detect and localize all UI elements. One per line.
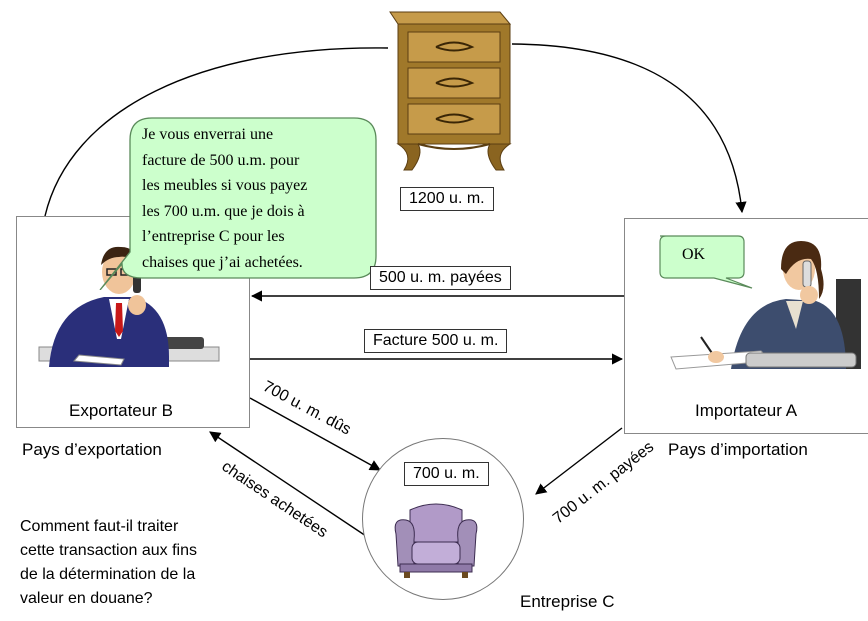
speech-line: facture de 500 u.m. pour	[142, 151, 300, 169]
chair-price: 700 u. m.	[404, 462, 489, 486]
exporter-name: Exportateur B	[69, 401, 173, 420]
question-line: valeur en douane?	[20, 590, 153, 607]
exporter-country: Pays d’exportation	[22, 440, 162, 459]
importer-name: Importateur A	[695, 401, 798, 420]
ok-text: OK	[682, 246, 706, 263]
exporter-speech-bubble	[99, 117, 377, 290]
speech-line: l’entreprise C pour les	[142, 228, 285, 246]
cabinet-icon	[389, 11, 512, 171]
payment-500-label: 500 u. m. payées	[370, 266, 511, 290]
chairs-bought-arrow	[209, 431, 373, 541]
armchair-icon	[394, 503, 478, 578]
furniture-price: 1200 u. m.	[400, 187, 494, 211]
question-line: de la détermination de la	[20, 566, 196, 583]
invoice-500-label: Facture 500 u. m.	[364, 329, 508, 353]
shipment-arc-arrow	[44, 43, 742, 216]
paid-700-arrow	[535, 427, 623, 495]
speech-line: les meubles si vous payez	[142, 177, 308, 195]
speech-bubble-text: Je vous enverrai une facture de 500 u.m.…	[142, 122, 307, 276]
question-text: Comment faut-il traiter cette transactio…	[20, 515, 197, 611]
ok-speech-bubble	[659, 235, 753, 289]
company-c-name: Entreprise C	[520, 592, 615, 611]
owed-700-arrow	[249, 397, 381, 471]
question-line: cette transaction aux fins	[20, 542, 197, 559]
importer-country: Pays d’importation	[668, 440, 808, 459]
speech-line: Je vous enverrai une	[142, 126, 274, 143]
speech-line: chaises que j’ai achetées.	[142, 253, 303, 271]
businessman-on-phone-icon	[38, 246, 220, 367]
question-line: Comment faut-il traiter	[20, 518, 179, 535]
businesswoman-on-phone-icon	[670, 241, 861, 370]
speech-line: les 700 u.m. que je dois à	[142, 202, 305, 220]
